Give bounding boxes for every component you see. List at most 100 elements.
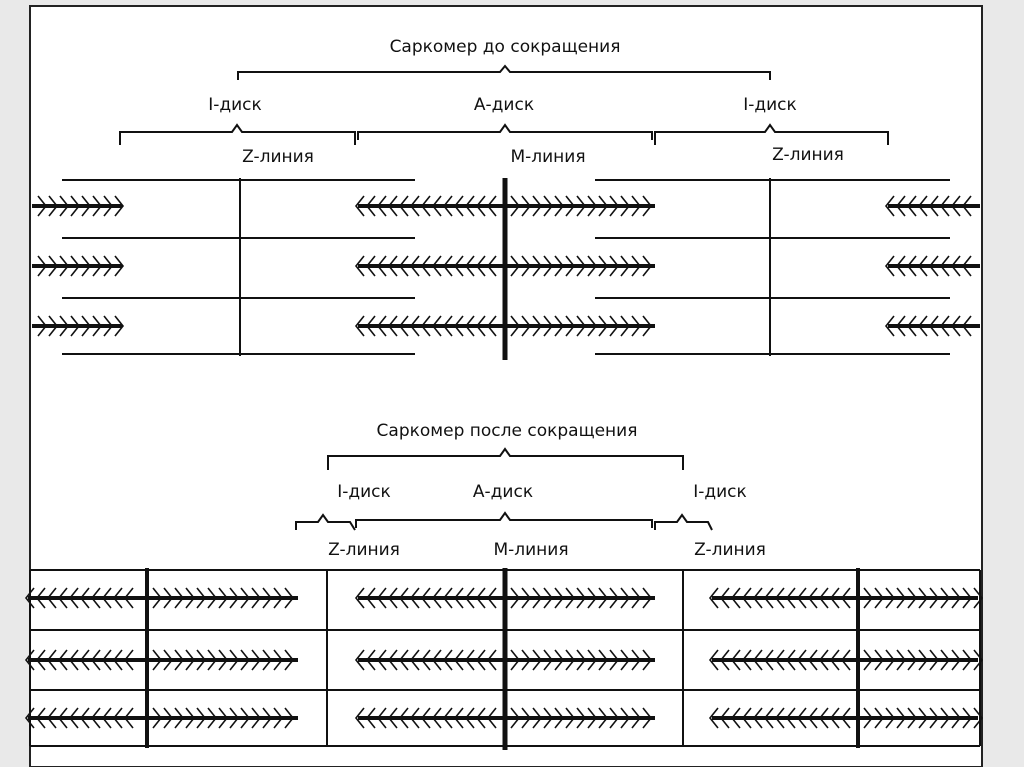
myosin-head: [262, 707, 273, 729]
myosin-head: [174, 649, 185, 671]
myosin-head: [907, 707, 918, 729]
myosin-head: [218, 587, 229, 609]
myosin-head: [174, 707, 185, 729]
myosin-head: [885, 707, 896, 729]
myosin-head: [598, 707, 609, 729]
myosin-head: [48, 255, 59, 277]
myosin-head: [576, 707, 587, 729]
myosin-head: [24, 707, 35, 729]
myosin-head: [35, 649, 46, 671]
myosin-right: [708, 707, 858, 729]
myosin-head: [543, 195, 554, 217]
myosin-head: [917, 255, 928, 277]
myosin-head: [486, 649, 497, 671]
myosin-head: [510, 649, 521, 671]
myosin-head: [587, 649, 598, 671]
myosin-head: [152, 707, 163, 729]
myosin-left: [147, 587, 298, 609]
z-line-right-label-before: Z-линия: [772, 145, 844, 165]
myosin-head: [598, 195, 609, 217]
myosin-head: [928, 195, 939, 217]
myosin-head: [785, 707, 796, 729]
myosin-head: [475, 587, 486, 609]
myosin-head: [365, 255, 376, 277]
myosin-head: [620, 315, 631, 337]
myosin-head: [229, 587, 240, 609]
myosin-head: [929, 707, 940, 729]
myosin-head: [48, 195, 59, 217]
myosin-head: [284, 587, 295, 609]
myosin-head: [907, 587, 918, 609]
myosin-head: [840, 587, 851, 609]
myosin-head: [631, 649, 642, 671]
myosin-head: [961, 195, 972, 217]
myosin-head: [354, 315, 365, 337]
myosin-far-right: [884, 255, 980, 277]
myosin-center-right: [505, 255, 655, 277]
myosin-head: [273, 587, 284, 609]
myosin-head: [376, 195, 387, 217]
myosin-head: [928, 315, 939, 337]
myosin-head: [818, 707, 829, 729]
myosin-head: [92, 315, 103, 337]
myosin-head: [431, 255, 442, 277]
myosin-head: [103, 195, 114, 217]
myosin-head: [273, 707, 284, 729]
myosin-head: [81, 315, 92, 337]
myosin-head: [918, 587, 929, 609]
myosin-head: [409, 255, 420, 277]
myosin-head: [576, 315, 587, 337]
myosin-head: [475, 707, 486, 729]
myosin-head: [609, 255, 620, 277]
myosin-outer-right: [858, 649, 984, 671]
myosin-head: [510, 707, 521, 729]
myosin-head: [387, 195, 398, 217]
myosin-head: [112, 707, 123, 729]
myosin-head: [46, 707, 57, 729]
myosin-head: [354, 707, 365, 729]
myosin-head: [475, 195, 486, 217]
myosin-head: [37, 195, 48, 217]
myosin-head: [874, 587, 885, 609]
myosin-head: [818, 587, 829, 609]
myosin-head: [565, 649, 576, 671]
myosin-head: [101, 587, 112, 609]
myosin-head: [642, 707, 653, 729]
myosin-head: [453, 707, 464, 729]
myosin-head: [962, 587, 973, 609]
myosin-head: [951, 707, 962, 729]
myosin-head: [57, 587, 68, 609]
myosin-far-left: [32, 195, 125, 217]
myosin-head: [420, 195, 431, 217]
myosin-head: [598, 255, 609, 277]
myosin-head: [486, 255, 497, 277]
myosin-head: [741, 649, 752, 671]
myosin-head: [251, 707, 262, 729]
myosin-head: [240, 587, 251, 609]
myosin-head: [464, 255, 475, 277]
myosin-head: [376, 707, 387, 729]
myosin-head: [543, 707, 554, 729]
myosin-head: [387, 255, 398, 277]
myosin-head: [895, 195, 906, 217]
myosin-head: [59, 255, 70, 277]
myosin-head: [229, 649, 240, 671]
myosin-head: [543, 587, 554, 609]
myosin-head: [840, 707, 851, 729]
myosin-head: [818, 649, 829, 671]
myosin-head: [521, 587, 532, 609]
myosin-head: [59, 315, 70, 337]
myosin-head: [442, 707, 453, 729]
i-disc-left-label-after: I-диск: [337, 482, 391, 502]
myosin-head: [464, 649, 475, 671]
myosin-center-right: [505, 315, 655, 337]
myosin-head: [730, 649, 741, 671]
myosin-head: [90, 587, 101, 609]
i-disc-brace-left-before: [119, 123, 356, 145]
myosin-head: [895, 255, 906, 277]
myosin-head: [961, 315, 972, 337]
sarcomere-before-group: Саркомер до сокращения I-диск А-диск I-д…: [32, 37, 980, 360]
myosin-head: [114, 195, 125, 217]
myosin-head: [398, 649, 409, 671]
myosin-head: [840, 649, 851, 671]
